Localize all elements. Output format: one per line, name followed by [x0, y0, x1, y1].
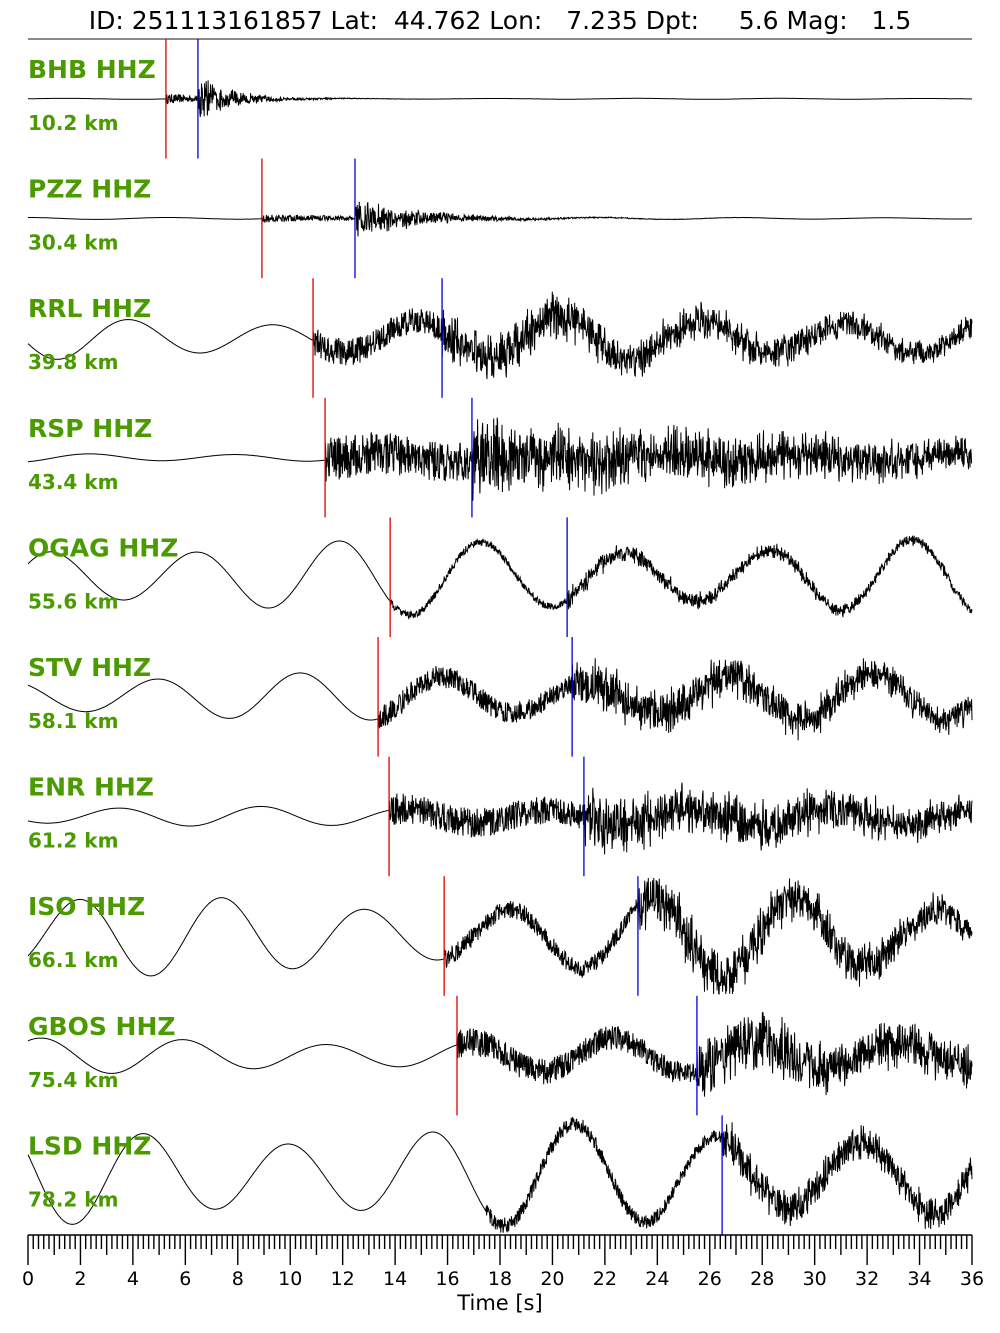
x-tick-label: 34	[907, 1268, 931, 1290]
x-tick-label: 18	[488, 1268, 512, 1290]
x-tick-label: 6	[179, 1268, 191, 1290]
trace-panel-enr: ENR HHZ 61.2 km	[27, 756, 973, 877]
station-label: GBOS HHZ	[28, 1012, 176, 1041]
distance-label: 43.4 km	[28, 470, 118, 494]
x-axis-label: Time [s]	[457, 1291, 543, 1315]
waveform-trace	[27, 1117, 973, 1233]
x-tick-label: 0	[22, 1268, 34, 1290]
station-label: ENR HHZ	[28, 773, 154, 802]
station-label: RSP HHZ	[28, 414, 152, 443]
waveform-trace	[28, 201, 972, 237]
waveform-trace	[27, 291, 973, 380]
distance-label: 10.2 km	[28, 111, 118, 135]
chart-title: ID: 251113161857 Lat: 44.762 Lon: 7.235 …	[88, 6, 912, 35]
trace-panel-bhb: BHB HHZ 10.2 km	[28, 39, 972, 159]
waveform-trace	[28, 417, 973, 501]
x-tick-label: 4	[127, 1268, 139, 1290]
station-label: RRL HHZ	[28, 294, 151, 323]
station-label: ISO HHZ	[28, 892, 145, 921]
distance-label: 55.6 km	[28, 589, 118, 613]
station-label: LSD HHZ	[28, 1131, 151, 1160]
distance-label: 61.2 km	[28, 829, 118, 853]
distance-label: 66.1 km	[28, 948, 118, 972]
x-tick-label: 24	[645, 1268, 669, 1290]
distance-label: 30.4 km	[28, 231, 118, 255]
x-tick-label: 12	[331, 1268, 355, 1290]
trace-panel-lsd: LSD HHZ 78.2 km	[27, 1115, 973, 1235]
waveform-trace	[27, 658, 973, 741]
distance-label: 39.8 km	[28, 350, 118, 374]
trace-panel-rrl: RRL HHZ 39.8 km	[27, 278, 973, 398]
trace-panel-ogag: OGAG HHZ 55.6 km	[27, 517, 973, 637]
distance-label: 78.2 km	[28, 1187, 118, 1211]
station-label: PZZ HHZ	[28, 175, 151, 204]
x-tick-label: 32	[855, 1268, 879, 1290]
trace-panel-gbos: GBOS HHZ 75.4 km	[27, 995, 973, 1116]
x-tick-label: 22	[593, 1268, 617, 1290]
station-label: OGAG HHZ	[28, 533, 178, 562]
x-tick-label: 36	[960, 1268, 984, 1290]
trace-panel-rsp: RSP HHZ 43.4 km	[28, 397, 973, 518]
waveform-trace	[27, 1011, 973, 1097]
waveform-trace	[27, 782, 973, 855]
x-tick-label: 28	[750, 1268, 774, 1290]
waveform-trace	[27, 877, 973, 995]
x-tick-label: 20	[540, 1268, 564, 1290]
trace-panel-stv: STV HHZ 58.1 km	[27, 637, 973, 757]
trace-panel-iso: ISO HHZ 66.1 km	[27, 876, 973, 996]
x-tick-label: 26	[698, 1268, 722, 1290]
station-label: STV HHZ	[28, 653, 151, 682]
trace-panel-pzz: PZZ HHZ 30.4 km	[28, 158, 972, 279]
x-tick-label: 30	[803, 1268, 827, 1290]
x-tick-label: 8	[232, 1268, 244, 1290]
x-tick-label: 10	[278, 1268, 302, 1290]
station-label: BHB HHZ	[28, 55, 156, 84]
x-tick-label: 2	[74, 1268, 86, 1290]
waveform-trace	[28, 80, 972, 118]
waveform-trace	[27, 535, 973, 620]
x-tick-label: 14	[383, 1268, 407, 1290]
x-tick-label: 16	[435, 1268, 459, 1290]
distance-label: 75.4 km	[28, 1068, 118, 1092]
distance-label: 58.1 km	[28, 709, 118, 733]
